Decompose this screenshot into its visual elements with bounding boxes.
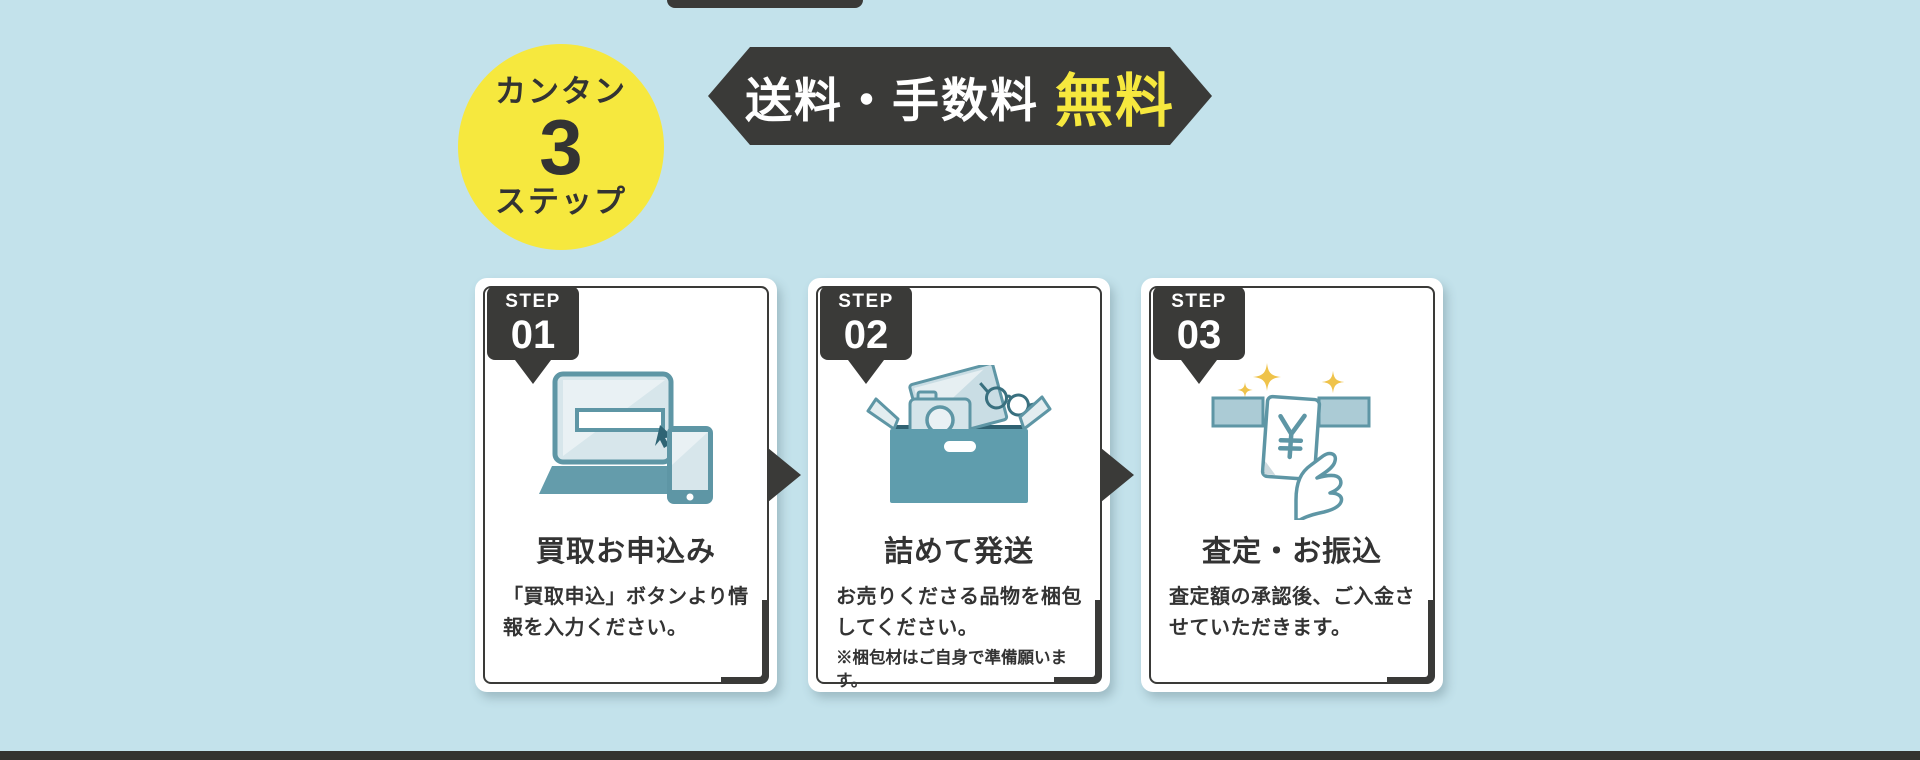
- step-badge-2: STEP 02: [820, 286, 912, 360]
- step-badge-label: STEP: [1171, 290, 1227, 312]
- next-step-arrow-icon: [1101, 448, 1134, 502]
- banner-highlight: 無料: [1054, 69, 1175, 134]
- step-description: お売りくださる品物を梱包してください。: [836, 586, 1082, 639]
- steps-cards-row: STEP 01 買取お申込み 「買取申込」ボタンより情報を入力ください。: [475, 278, 1443, 692]
- next-step-arrow-icon: [768, 448, 801, 502]
- step-card-3: STEP 03: [1141, 278, 1443, 692]
- hand-payment-icon: [1211, 363, 1371, 520]
- laptop-smartphone-illustration: [475, 364, 777, 516]
- banner-label: 送料・手数料: [744, 73, 1039, 127]
- packing-box-illustration: [808, 364, 1110, 516]
- step-description: 「買取申込」ボタンより情報を入力ください。: [503, 586, 749, 639]
- sparkle-icons: [1237, 363, 1345, 398]
- step-card-1: STEP 01 買取お申込み 「買取申込」ボタンより情報を入力ください。: [475, 278, 777, 692]
- step-badge-1: STEP 01: [487, 286, 579, 360]
- free-shipping-banner: 送料・手数料 無料: [708, 47, 1212, 145]
- step-badge-number: 02: [843, 312, 889, 357]
- step-card-2: STEP 02: [808, 278, 1110, 692]
- hand-payment-illustration: [1141, 363, 1443, 520]
- badge-text-bottom: ステップ: [495, 184, 627, 220]
- step-note: ※梱包材はご自身で準備願います。: [836, 649, 1067, 691]
- step-badge-label: STEP: [505, 290, 561, 312]
- next-section-edge: [0, 751, 1920, 760]
- step-badge-number: 03: [1176, 312, 1222, 357]
- step-badge-number: 01: [510, 312, 556, 357]
- top-cutoff-tab: [667, 0, 863, 8]
- step-title: 詰めて発送: [883, 536, 1034, 568]
- step-title: 査定・お振込: [1201, 536, 1382, 568]
- badge-text-top: カンタン: [495, 74, 627, 110]
- packing-box-icon: [866, 365, 1052, 503]
- badge-number: 3: [539, 102, 583, 191]
- step-badge-label: STEP: [838, 290, 894, 312]
- laptop-smartphone-icon: [539, 371, 713, 504]
- easy-3-steps-badge: カンタン 3 ステップ: [458, 44, 664, 250]
- step-title: 買取お申込み: [535, 536, 716, 568]
- step-description: 査定額の承認後、ご入金させていただきます。: [1169, 586, 1415, 639]
- step-badge-3: STEP 03: [1153, 286, 1245, 360]
